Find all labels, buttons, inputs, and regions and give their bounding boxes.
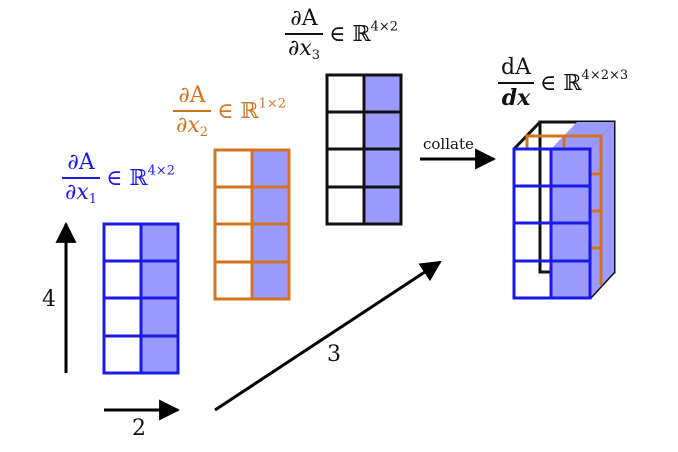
label-x2-den: ∂x — [176, 112, 200, 138]
label-x1-num: ∂A — [67, 150, 95, 175]
label-x1: ∂A ∂x1 ∈ ℝ4×2 — [62, 152, 175, 206]
label-x-space: ∈ ℝ — [539, 70, 582, 96]
tensor-3d — [512, 120, 616, 300]
label-x-num: dA — [501, 55, 531, 80]
dim-cols: 2 — [132, 416, 146, 441]
label-x-den: dx — [501, 84, 531, 111]
collate-label: collate — [423, 135, 474, 153]
label-x1-den: ∂x — [65, 179, 89, 205]
label-x1-sup: 4×2 — [147, 163, 176, 179]
grid-x1 — [102, 222, 180, 375]
axis-arrow-depth — [214, 260, 442, 412]
label-x3-space: ∈ ℝ — [329, 22, 371, 48]
label-x2: ∂A ∂x2 ∈ ℝ1×2 — [173, 85, 286, 139]
label-x3-num: ∂A — [290, 6, 318, 31]
label-x2-num: ∂A — [178, 83, 206, 108]
label-x2-sup: 1×2 — [258, 96, 287, 112]
grid-x2 — [213, 148, 291, 301]
label-x: dA dx ∈ ℝ4×2×3 — [498, 57, 628, 110]
label-x3-den: ∂x — [288, 35, 312, 61]
label-x3-sup: 4×2 — [370, 19, 399, 35]
label-x2-sub: 2 — [199, 124, 209, 140]
label-x1-space: ∈ ℝ — [106, 166, 148, 192]
dim-depth: 3 — [327, 342, 341, 367]
label-x2-space: ∈ ℝ — [217, 99, 259, 125]
label-x3-sub: 3 — [311, 47, 321, 63]
label-x1-sub: 1 — [88, 191, 98, 207]
label-x3: ∂A ∂x3 ∈ ℝ4×2 — [285, 8, 398, 62]
grid-x3 — [325, 73, 403, 226]
dim-rows: 4 — [42, 287, 56, 312]
label-x-sup: 4×2×3 — [581, 67, 629, 83]
